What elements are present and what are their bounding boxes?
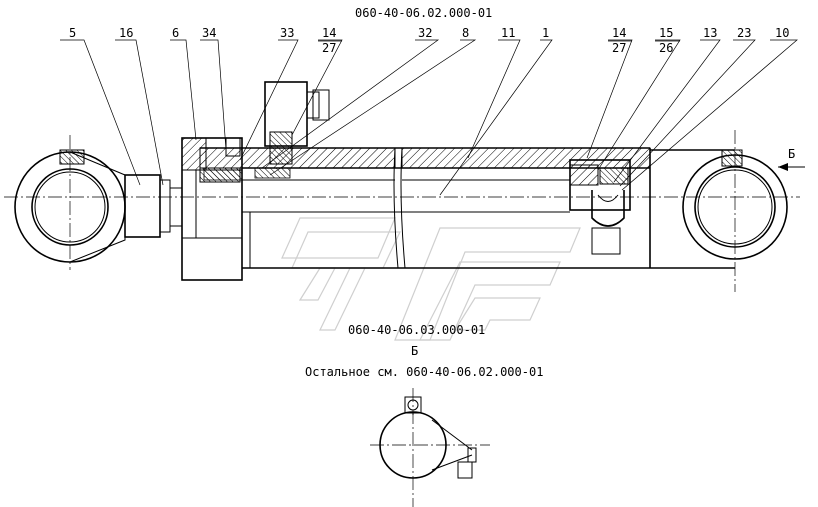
watermark-logo xyxy=(281,217,581,341)
callout-8: 8 xyxy=(462,26,469,40)
right-cap-eye xyxy=(650,130,788,292)
subassembly-code: 060-40-06.03.000-01 xyxy=(348,323,485,337)
callout-13: 13 xyxy=(703,26,717,40)
piston xyxy=(569,159,631,255)
callout-16: 16 xyxy=(119,26,133,40)
callout-27-right: 27 xyxy=(612,41,626,55)
callout-6: 6 xyxy=(172,26,179,40)
callout-1: 1 xyxy=(542,26,549,40)
left-rod-eye xyxy=(14,135,183,270)
view-letter: Б xyxy=(411,344,418,358)
reference-note: Остальное см. 060-40-06.02.000-01 xyxy=(305,365,543,379)
callout-23: 23 xyxy=(737,26,751,40)
leader-lines xyxy=(60,39,798,196)
callout-10: 10 xyxy=(775,26,789,40)
callout-26: 26 xyxy=(659,41,673,55)
view-b-detail xyxy=(370,388,490,507)
view-arrow: Б xyxy=(778,147,805,171)
callout-14-right: 14 xyxy=(612,26,626,40)
callout-34: 34 xyxy=(202,26,216,40)
callouts: 5 16 6 34 33 14 27 32 8 11 1 14 27 15 26… xyxy=(69,26,789,55)
callout-5: 5 xyxy=(69,26,76,40)
callout-27-left: 27 xyxy=(322,41,336,55)
view-arrow-label: Б xyxy=(788,147,795,161)
callout-14-left: 14 xyxy=(322,26,336,40)
seal-set xyxy=(203,167,291,181)
callout-33: 33 xyxy=(280,26,294,40)
callout-11: 11 xyxy=(501,26,515,40)
callout-32: 32 xyxy=(418,26,432,40)
callout-15: 15 xyxy=(659,26,673,40)
drawing-title: 060-40-06.02.000-01 xyxy=(355,6,492,20)
